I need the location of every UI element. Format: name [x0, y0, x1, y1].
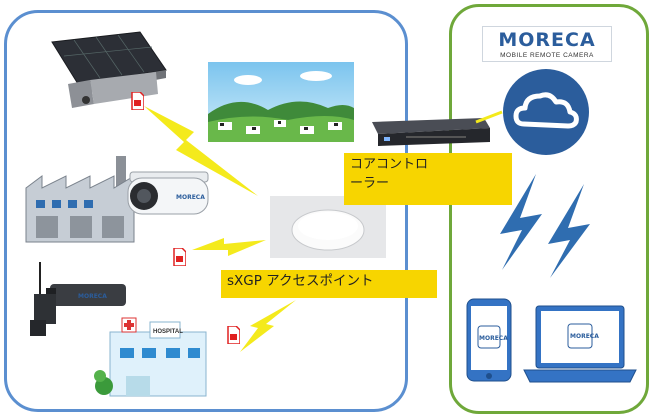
cloud-icon: [503, 69, 589, 155]
server-cloud-link: [475, 110, 503, 124]
core-controller-label-line2: ーラー: [350, 176, 390, 191]
radio-signal-bolt-icon: [240, 300, 296, 352]
access-point-label: sXGP アクセスポイント: [221, 270, 437, 298]
sim-card-icon: [131, 92, 144, 110]
moreca-logo-tagline: MOBILE REMOTE CAMERA: [500, 52, 594, 59]
smartphone-icon: MORECA: [466, 298, 512, 382]
core-controller-label: コアコントロ ーラー: [344, 153, 512, 205]
core-controller-server-icon: [372, 118, 490, 146]
radio-signal-bolt-icon: [192, 238, 266, 256]
laptop-app-label: MORECA: [570, 333, 599, 340]
bullet-camera-icon: MORECA: [127, 171, 209, 215]
outdoor-camera-icon: MORECA: [30, 262, 126, 336]
wireless-link-bolt-icon: [500, 174, 590, 278]
sim-card-icon: [173, 248, 186, 266]
solar-camera-icon: [51, 31, 167, 108]
laptop-icon: MORECA: [523, 305, 637, 383]
sim-card-icon: [227, 326, 240, 344]
radio-signal-bolt-icon: [144, 106, 258, 196]
moreca-logo-word: MORECA: [498, 29, 596, 51]
moreca-logo: MORECA MOBILE REMOTE CAMERA: [482, 26, 612, 62]
sxgp-access-point-icon: [270, 196, 386, 258]
camera-brand-label: MORECA: [176, 194, 205, 201]
farm-landscape-image: [208, 62, 354, 142]
camera-brand-label: MORECA: [78, 293, 107, 300]
core-controller-label-line1: コアコントロ: [350, 157, 429, 172]
hospital-icon: HOSPITAL: [94, 317, 207, 397]
phone-app-label: MORECA: [479, 335, 508, 342]
hospital-sign: HOSPITAL: [153, 329, 183, 335]
factory-icon: [25, 156, 135, 243]
